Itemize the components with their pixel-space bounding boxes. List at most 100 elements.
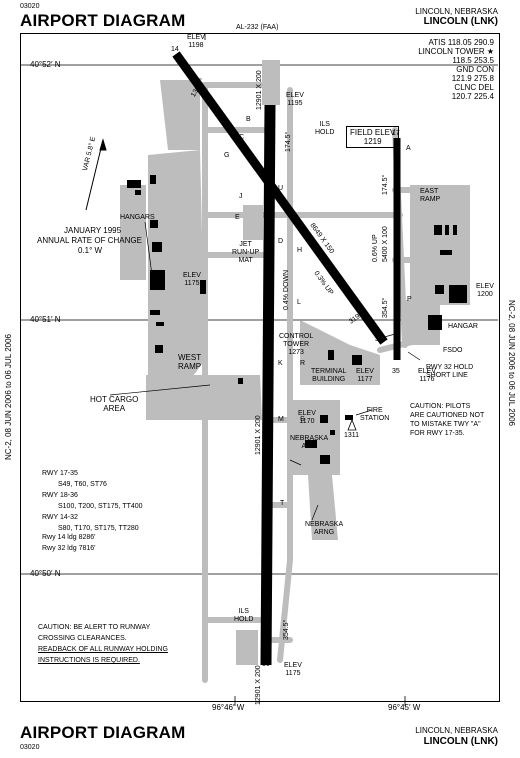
volume-code-bottom: 03020 xyxy=(20,744,40,751)
twy-label-h: H xyxy=(297,247,303,254)
ramp-areas xyxy=(120,60,470,665)
faa-ref: AL-232 (FAA) xyxy=(236,24,279,31)
freq-clnc: 120.7 225.4 xyxy=(451,92,494,101)
freq-gnd-label: GND CON xyxy=(456,65,494,74)
freq-tower: 118.5 253.5 xyxy=(452,56,494,65)
volume-code-top: 03020 xyxy=(20,3,40,10)
twy-label-k: K xyxy=(278,360,283,367)
variation-date: JANUARY 1995 xyxy=(64,226,122,235)
twy-label-c: C xyxy=(239,134,245,141)
variation-arrow xyxy=(85,138,107,211)
map-frame xyxy=(20,33,500,702)
lon-left-label: 96°46′ W xyxy=(212,703,245,712)
twy-label-j: J xyxy=(239,193,243,200)
ldg-rwy-14: Rwy 14 ldg 8286′ xyxy=(42,534,96,541)
wb-values-1735: S49, T60, ST76 xyxy=(58,481,107,488)
twy-label-a: A xyxy=(406,145,411,152)
twy-label-b: B xyxy=(246,116,251,123)
variation-rate: 0.1° W xyxy=(78,246,103,255)
twy-label-p: P xyxy=(407,296,412,303)
rwy-18-end: 18 xyxy=(265,110,273,117)
freq-clnc-label: CLNC DEL xyxy=(454,83,494,92)
freq-tower-label: LINCOLN TOWER ★ xyxy=(418,47,494,56)
field-elevation-box: FIELD ELEV 1219 xyxy=(346,126,400,148)
hangars-label: HANGARS xyxy=(120,214,155,221)
twy-label-e: E xyxy=(235,214,240,221)
rwy-17-dims: 5400 X 100 xyxy=(382,226,389,262)
wb-rwy-1432: RWY 14-32 xyxy=(42,514,78,521)
wb-values-1432: S80, T170, ST175, TT280 xyxy=(58,525,139,532)
freq-gnd: 121.9 275.8 xyxy=(451,74,494,83)
city-top: LINCOLN, NEBRASKA xyxy=(415,7,498,16)
rwy-36-heading: 354.5° xyxy=(283,619,290,640)
lat-top-label: 40°52′ N xyxy=(30,60,61,69)
rwy-18-dims: 12901 X 200 xyxy=(256,70,263,110)
airport-id-top: LINCOLN (LNK) xyxy=(423,16,498,27)
taxiways xyxy=(202,82,423,683)
page-title-bottom: AIRPORT DIAGRAM xyxy=(20,723,186,742)
leader-lines xyxy=(109,221,421,521)
twy-label-d: D xyxy=(278,238,284,245)
rwy-17-end: 17 xyxy=(392,130,400,137)
rwy-35-heading: 354.5° xyxy=(382,297,389,318)
wb-rwy-1735: RWY 17-35 xyxy=(42,470,78,477)
slope-up-17: 0.6% UP xyxy=(372,234,379,262)
rwy-18-heading: 174.5° xyxy=(285,131,292,152)
rwy-36-end: 36 xyxy=(262,661,270,668)
variation-rate-label: ANNUAL RATE OF CHANGE xyxy=(37,236,142,245)
runways xyxy=(172,51,401,666)
caution-twy-a: CAUTION: PILOTS ARE CAUTIONED NOT TO MIS… xyxy=(410,403,485,437)
twy-label-r: R xyxy=(300,360,306,367)
rwy-17-heading: 174.5° xyxy=(382,174,389,195)
fsdo-label: FSDO xyxy=(443,347,463,354)
page-title: AIRPORT DIAGRAM xyxy=(20,11,186,30)
field-elev-label: FIELD ELEV xyxy=(350,128,396,137)
ldg-rwy-32: Rwy 32 ldg 7816′ xyxy=(42,545,96,552)
wb-values-1836: S100, T200, ST175, TT400 xyxy=(58,503,143,510)
lon-right-label: 96°45′ W xyxy=(388,703,421,712)
weight-bearing-block: RWY 17-35 S49, T60, ST76 RWY 18-36 S100,… xyxy=(42,468,143,534)
twy-label-s: S xyxy=(300,416,305,423)
twy-label-g: G xyxy=(224,152,230,159)
freq-atis: ATIS 118.05 290.9 xyxy=(428,38,494,47)
city-bottom: LINCOLN, NEBRASKA xyxy=(415,726,498,735)
landing-distance-block: Rwy 14 ldg 8286′ Rwy 32 ldg 7816′ xyxy=(42,532,95,554)
twy-label-m: M xyxy=(278,416,284,423)
hangar-label: HANGAR xyxy=(448,323,478,330)
twy-label-t: T xyxy=(280,500,285,507)
slope-down: 0.4% DOWN xyxy=(283,269,290,310)
lat-mid-label: 40°51′ N xyxy=(30,315,61,324)
obstacle-height: 1311 xyxy=(344,432,360,439)
twy-label-u: U xyxy=(278,185,284,192)
airport-id-bottom: LINCOLN (LNK) xyxy=(423,736,498,747)
rwy-35-end: 35 xyxy=(392,368,400,375)
rwy-14-end: 14 xyxy=(171,46,179,53)
rwy-32-end: 32 xyxy=(375,336,383,343)
obstacle-symbol xyxy=(347,418,357,431)
caution-crossing: CAUTION: BE ALERT TO RUNWAY CROSSING CLE… xyxy=(38,624,168,664)
rwy-18-dims-main: 12901 X 200 xyxy=(255,415,262,455)
buildings xyxy=(127,175,467,464)
wb-rwy-1836: RWY 18-36 xyxy=(42,492,78,499)
twy-label-l: L xyxy=(297,299,301,306)
